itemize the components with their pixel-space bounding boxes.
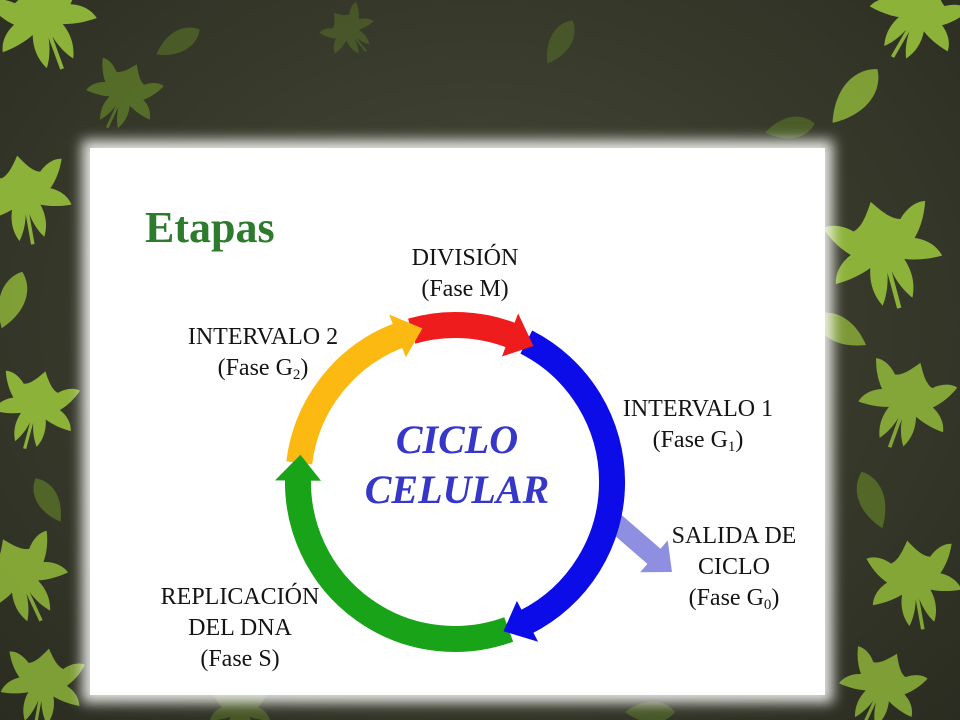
phase-text-end: ) xyxy=(300,355,309,381)
label-division: DIVISIÓN (Fase M) xyxy=(365,243,565,305)
label-replication: REPLICACIÓN DEL DNA (Fase S) xyxy=(140,582,340,675)
phase-text-end: ) xyxy=(735,427,744,453)
label-interval1: INTERVALO 1 (Fase G1) xyxy=(598,394,798,456)
stage-name-line2: DEL DNA xyxy=(188,615,292,641)
arrowhead-interval1 xyxy=(503,600,539,642)
phase-subscript: 1 xyxy=(727,439,736,455)
center-title-line: CICLO xyxy=(395,417,519,462)
arc-interval1 xyxy=(519,330,626,634)
stage-name-line2: CICLO xyxy=(698,554,770,580)
arc-interval2 xyxy=(286,322,405,465)
stage-name: DIVISIÓN xyxy=(411,245,519,271)
stage-name: INTERVALO 1 xyxy=(622,396,774,422)
arc-replication xyxy=(284,478,514,652)
stage-name: REPLICACIÓN xyxy=(160,584,320,610)
arrowhead-replication xyxy=(275,454,321,481)
slide-title: Etapas xyxy=(145,203,275,252)
phase-subscript: 2 xyxy=(292,367,301,383)
phase-label: (Fase G2) xyxy=(163,353,363,384)
arc-division xyxy=(408,312,517,348)
arrowhead-interval2 xyxy=(389,314,423,358)
phase-label: (Fase G0) xyxy=(644,583,824,614)
stage-name: INTERVALO 2 xyxy=(187,324,339,350)
phase-text: (Fase G xyxy=(217,355,293,381)
phase-text: (Fase G xyxy=(652,427,728,453)
phase-label: (Fase M) xyxy=(421,276,509,302)
label-exit: SALIDA DE CICLO (Fase G0) xyxy=(644,521,824,614)
phase-label: (Fase S) xyxy=(200,646,280,672)
stage-name: SALIDA DE xyxy=(671,523,797,549)
phase-label: (Fase G1) xyxy=(598,425,798,456)
phase-text: (Fase G xyxy=(688,585,764,611)
phase-text-end: ) xyxy=(771,585,780,611)
center-title-line: CELULAR xyxy=(364,467,550,512)
cycle-center-title: CICLO CELULAR xyxy=(307,415,607,515)
phase-subscript: 0 xyxy=(763,597,772,613)
content-panel xyxy=(90,148,825,695)
label-interval2: INTERVALO 2 (Fase G2) xyxy=(163,322,363,384)
arrowhead-division xyxy=(502,313,534,357)
exit-arrow xyxy=(605,512,672,573)
